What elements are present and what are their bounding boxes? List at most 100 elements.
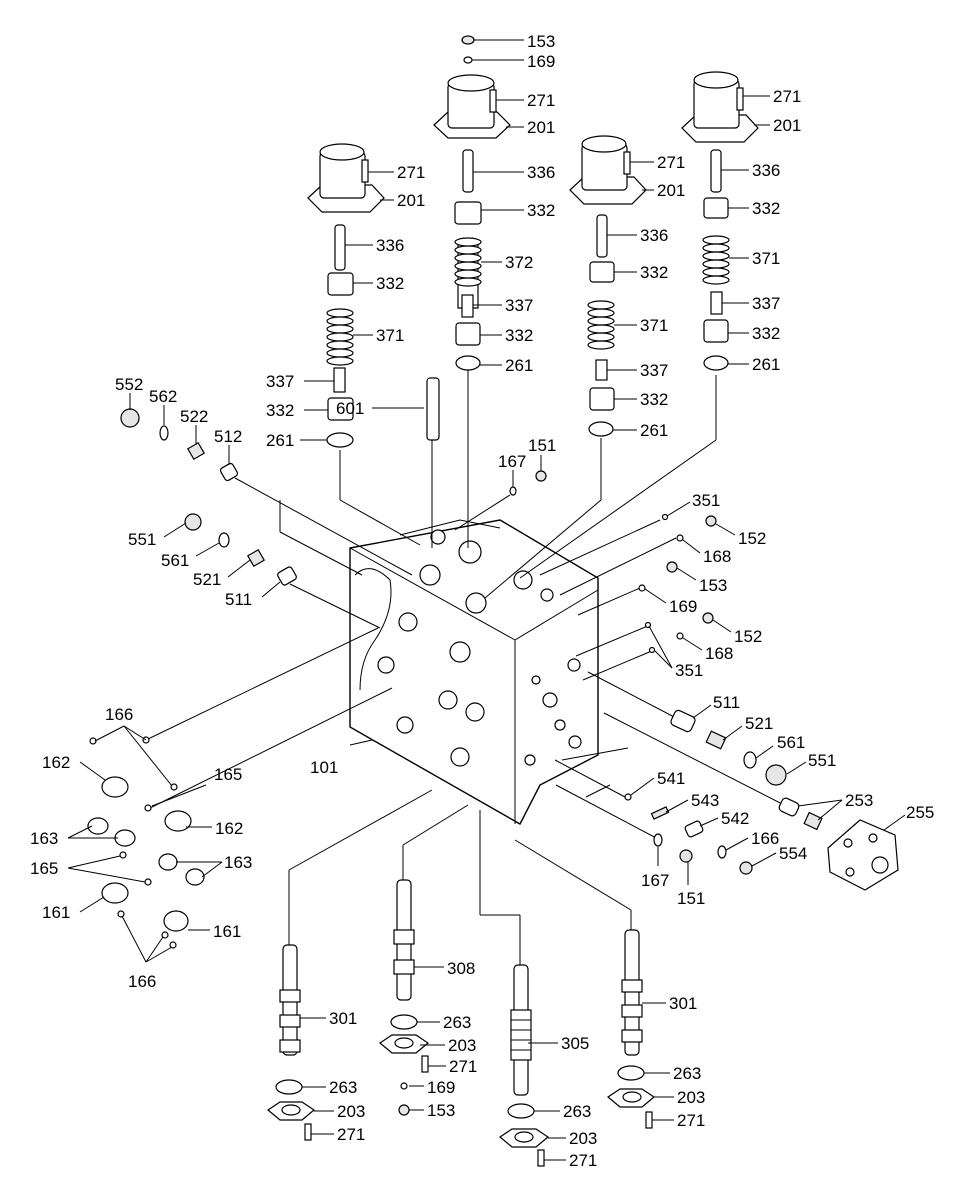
label-261: 261: [640, 421, 668, 440]
label-554: 554: [779, 844, 807, 863]
label-371: 371: [376, 326, 404, 345]
label-169: 169: [669, 597, 697, 616]
label-301: 301: [669, 994, 697, 1013]
label-551: 551: [128, 530, 156, 549]
label-562: 562: [149, 387, 177, 406]
label-271: 271: [773, 87, 801, 106]
label-511: 511: [713, 693, 740, 712]
label-305: 305: [561, 1034, 589, 1053]
label-336: 336: [752, 161, 780, 180]
label-162: 162: [42, 753, 70, 772]
bottom-spool-1: [266, 944, 316, 1141]
label-308: 308: [447, 959, 475, 978]
bottom-spool-2: [378, 879, 430, 1116]
label-336: 336: [640, 226, 668, 245]
label-162: 162: [215, 819, 243, 838]
label-153: 153: [427, 1101, 455, 1120]
label-168: 168: [703, 547, 731, 566]
label-301: 301: [329, 1009, 357, 1028]
label-337: 337: [505, 296, 533, 315]
label-166: 166: [751, 829, 779, 848]
label-371: 371: [640, 316, 668, 335]
label-351: 351: [675, 661, 703, 680]
label-543: 543: [691, 791, 719, 810]
label-511: 511: [225, 590, 252, 609]
label-161: 161: [42, 903, 70, 922]
label-203: 203: [448, 1036, 476, 1055]
label-271: 271: [569, 1151, 597, 1170]
spring-371-right: [702, 235, 730, 285]
label-332: 332: [752, 324, 780, 343]
leader-lines: [145, 370, 791, 965]
label-165: 165: [30, 859, 58, 878]
label-152: 152: [734, 627, 762, 646]
label-542: 542: [721, 809, 749, 828]
label-332: 332: [640, 390, 668, 409]
label-541: 541: [657, 769, 685, 788]
label-271: 271: [677, 1111, 705, 1130]
label-203: 203: [337, 1102, 365, 1121]
label-332: 332: [640, 263, 668, 282]
bottom-spool-3: [498, 964, 550, 1167]
label-163: 163: [224, 853, 252, 872]
label-271: 271: [449, 1057, 477, 1076]
label-561: 561: [777, 733, 805, 752]
label-521: 521: [193, 570, 221, 589]
solenoid-assembly-right: [681, 71, 759, 371]
solenoid-assembly-center: [433, 35, 511, 371]
label-261: 261: [505, 356, 533, 375]
label-337: 337: [752, 294, 780, 313]
label-552: 552: [115, 375, 143, 394]
label-153: 153: [699, 576, 727, 595]
label-165: 165: [214, 765, 242, 784]
label-372: 372: [505, 253, 533, 272]
valve-body: [349, 519, 599, 825]
label-201: 201: [657, 181, 685, 200]
label-551: 551: [808, 751, 836, 770]
label-261: 261: [752, 355, 780, 374]
label-561: 561: [161, 551, 189, 570]
label-332: 332: [376, 274, 404, 293]
label-167: 167: [641, 871, 669, 890]
label-153: 153: [527, 32, 555, 51]
label-261: 261: [266, 431, 294, 450]
valve-cover-255: [827, 819, 899, 891]
label-166: 166: [105, 705, 133, 724]
label-512: 512: [214, 427, 242, 446]
spring-371-left: [326, 308, 354, 366]
left-orings: [87, 736, 205, 949]
label-255: 255: [906, 803, 934, 822]
label-161: 161: [213, 922, 241, 941]
label-337: 337: [266, 372, 294, 391]
label-203: 203: [569, 1129, 597, 1148]
label-263: 263: [673, 1064, 701, 1083]
label-271: 271: [657, 153, 685, 172]
label-351: 351: [692, 491, 720, 510]
label-166: 166: [128, 972, 156, 991]
label-336: 336: [527, 163, 555, 182]
label-151: 151: [528, 436, 556, 455]
label-521: 521: [745, 714, 773, 733]
label-201: 201: [773, 116, 801, 135]
label-201: 201: [397, 191, 425, 210]
solenoid-assembly-right-center: [569, 135, 647, 437]
label-253: 253: [845, 791, 873, 810]
spring-372: [454, 237, 482, 287]
label-203: 203: [677, 1088, 705, 1107]
label-332: 332: [505, 326, 533, 345]
label-332: 332: [266, 401, 294, 420]
left-side-parts: [120, 377, 547, 586]
solenoid-assembly-left: [307, 143, 385, 448]
label-371: 371: [752, 249, 780, 268]
bottom-spool-4: [606, 929, 656, 1129]
label-263: 263: [443, 1013, 471, 1032]
label-169: 169: [527, 52, 555, 71]
label-522: 522: [180, 407, 208, 426]
label-337: 337: [640, 361, 668, 380]
label-601: 601: [336, 399, 364, 418]
label-271: 271: [397, 163, 425, 182]
part-labels: 153 169 271 201 336 332 372 337 332 261 …: [30, 32, 934, 1170]
label-332: 332: [752, 199, 780, 218]
label-271: 271: [337, 1125, 365, 1144]
